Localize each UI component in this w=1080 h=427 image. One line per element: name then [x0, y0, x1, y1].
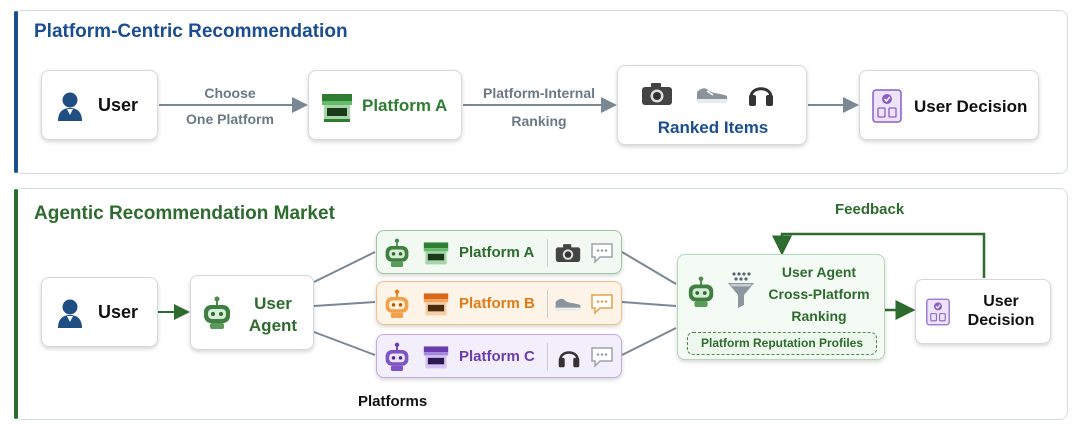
headphones-icon — [749, 87, 773, 106]
edge-platform-b-to-ranker — [621, 301, 677, 307]
funnel-icon — [728, 272, 754, 308]
ranker-label-line2: Cross-Platform — [768, 286, 870, 302]
top-edge1-label-line1: Choose — [204, 85, 256, 101]
bottom-decision-node: User Decision — [915, 279, 1051, 344]
storefront-icon — [423, 242, 449, 265]
top-edge2-label-line1: Platform-Internal — [482, 85, 595, 101]
bottom-panel-accent-bar — [14, 189, 18, 419]
platform-a-divider — [547, 239, 548, 267]
top-user-label: User — [98, 95, 139, 115]
checklist-icon — [872, 89, 902, 123]
user-agent-label-line1: User — [254, 294, 292, 313]
bottom-decision-label-line1: User — [983, 293, 1019, 310]
platform-a-node: Platform A — [376, 230, 622, 274]
chat-bubble-icon — [591, 347, 613, 368]
headphones-icon — [558, 351, 580, 368]
platform-b-divider — [547, 290, 548, 318]
robot-icon — [688, 276, 714, 307]
reputation-profiles-badge: Platform Reputation Profiles — [687, 332, 877, 355]
edge-agent-to-platform-a — [313, 251, 376, 283]
camera-icon — [555, 244, 581, 262]
sneaker-icon — [555, 298, 581, 311]
user-agent-node: User Agent — [190, 275, 314, 350]
top-panel-accent-bar — [14, 11, 18, 173]
user-icon — [58, 92, 82, 121]
edge-platform-a-to-ranker — [621, 251, 677, 285]
top-edge1-label-line2: One Platform — [186, 111, 274, 127]
ranked-items-node: Ranked Items — [617, 65, 807, 145]
top-platform-node: Platform A — [308, 70, 462, 140]
sneaker-icon — [697, 88, 727, 103]
ranker-label-line1: User Agent — [781, 264, 857, 280]
robot-icon — [385, 289, 409, 318]
robot-icon — [385, 342, 409, 371]
ranker-label-line3: Ranking — [791, 308, 847, 324]
platforms-caption: Platforms — [358, 393, 428, 410]
top-platform-label: Platform A — [362, 96, 448, 115]
feedback-label: Feedback — [835, 201, 905, 218]
top-edge2-label-line2: Ranking — [511, 113, 567, 129]
platform-c-divider — [547, 343, 548, 371]
cross-platform-ranker-node: User Agent Cross-Platform Ranking Platfo… — [677, 254, 885, 360]
platform-c-label: Platform C — [459, 348, 535, 365]
chat-bubble-icon — [591, 243, 613, 264]
robot-icon — [204, 296, 230, 329]
checklist-icon — [926, 298, 950, 326]
user-icon — [58, 299, 82, 328]
feedback-loop — [772, 232, 986, 278]
storefront-icon — [423, 293, 449, 316]
edge-agent-to-platform-c — [313, 331, 376, 356]
bottom-panel-title: Agentic Recommendation Market — [34, 203, 335, 224]
top-decision-label: User Decision — [914, 97, 1028, 116]
top-user-node: User — [41, 70, 158, 140]
bottom-user-node: User — [41, 277, 158, 347]
user-agent-label-line2: Agent — [248, 316, 298, 335]
platform-b-label: Platform B — [459, 295, 535, 312]
storefront-icon — [322, 94, 352, 122]
platform-b-node: Platform B — [376, 281, 622, 325]
platform-a-label: Platform A — [459, 244, 535, 261]
ranked-items-label: Ranked Items — [657, 118, 769, 137]
bottom-decision-label-line2: Decision — [967, 312, 1035, 329]
bottom-user-label: User — [98, 302, 139, 322]
robot-icon — [385, 238, 409, 267]
chat-bubble-icon — [591, 294, 613, 315]
camera-icon — [642, 83, 672, 105]
edge-agent-to-platform-b — [313, 301, 376, 307]
edge-platform-c-to-ranker — [621, 327, 677, 356]
storefront-icon — [423, 346, 449, 369]
platform-c-node: Platform C — [376, 334, 622, 378]
top-decision-node: User Decision — [859, 70, 1039, 140]
top-panel-title: Platform-Centric Recommendation — [34, 21, 348, 42]
